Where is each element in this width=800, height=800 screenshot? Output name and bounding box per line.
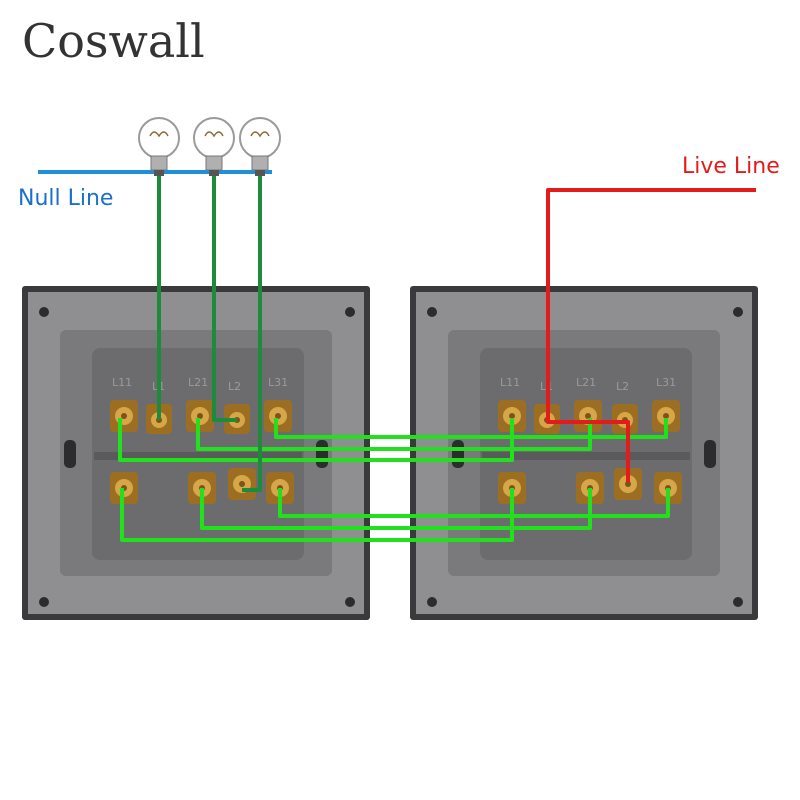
terminal-label: L31 bbox=[268, 376, 288, 389]
terminal-label: L21 bbox=[576, 376, 596, 389]
terminal-label: L11 bbox=[112, 376, 132, 389]
terminal bbox=[614, 468, 642, 500]
terminal-label: L2 bbox=[228, 380, 241, 393]
wire bbox=[278, 488, 670, 518]
mount-slot bbox=[64, 440, 76, 468]
null-line-label: Null Line bbox=[18, 186, 114, 211]
terminal bbox=[612, 404, 638, 434]
mount-slot bbox=[452, 440, 464, 468]
terminal-label: L21 bbox=[188, 376, 208, 389]
live-line bbox=[546, 188, 756, 482]
switch-interconnect-wires bbox=[118, 418, 670, 542]
left-switch: L11 L1 L21 L2 L31 bbox=[22, 286, 370, 620]
wire bbox=[274, 418, 668, 439]
brand-logo: Coswall bbox=[22, 14, 205, 68]
screw-hole bbox=[427, 597, 437, 607]
mount-slot bbox=[704, 440, 716, 468]
terminal bbox=[228, 468, 256, 500]
screw-hole bbox=[39, 307, 49, 317]
terminal bbox=[498, 400, 526, 432]
live-line-wire bbox=[546, 188, 756, 482]
mount-slot bbox=[316, 440, 328, 468]
lamp-bulb-icon bbox=[193, 117, 235, 176]
terminal bbox=[652, 400, 680, 432]
terminal-label: L2 bbox=[616, 380, 629, 393]
screw-hole bbox=[427, 307, 437, 317]
wire bbox=[196, 418, 592, 451]
terminal-label: L31 bbox=[656, 376, 676, 389]
lamp-bulb-icon bbox=[239, 117, 281, 176]
screw-hole bbox=[733, 597, 743, 607]
right-switch: L11 L1 L21 L2 L31 bbox=[410, 286, 758, 620]
right-switch-divider bbox=[482, 452, 690, 460]
wire bbox=[200, 488, 592, 530]
terminal bbox=[110, 400, 138, 432]
lamp-bulb-icon bbox=[138, 117, 180, 176]
terminal-label: L11 bbox=[500, 376, 520, 389]
live-line-label: Live Line bbox=[682, 154, 780, 179]
lamp-wire bbox=[212, 176, 237, 422]
terminal bbox=[264, 400, 292, 432]
screw-hole bbox=[345, 597, 355, 607]
lamp-wire bbox=[242, 176, 262, 492]
screw-hole bbox=[345, 307, 355, 317]
lamp-wires bbox=[157, 176, 262, 492]
screw-hole bbox=[733, 307, 743, 317]
terminal bbox=[186, 400, 214, 432]
left-switch-divider bbox=[94, 452, 302, 460]
screw-hole bbox=[39, 597, 49, 607]
